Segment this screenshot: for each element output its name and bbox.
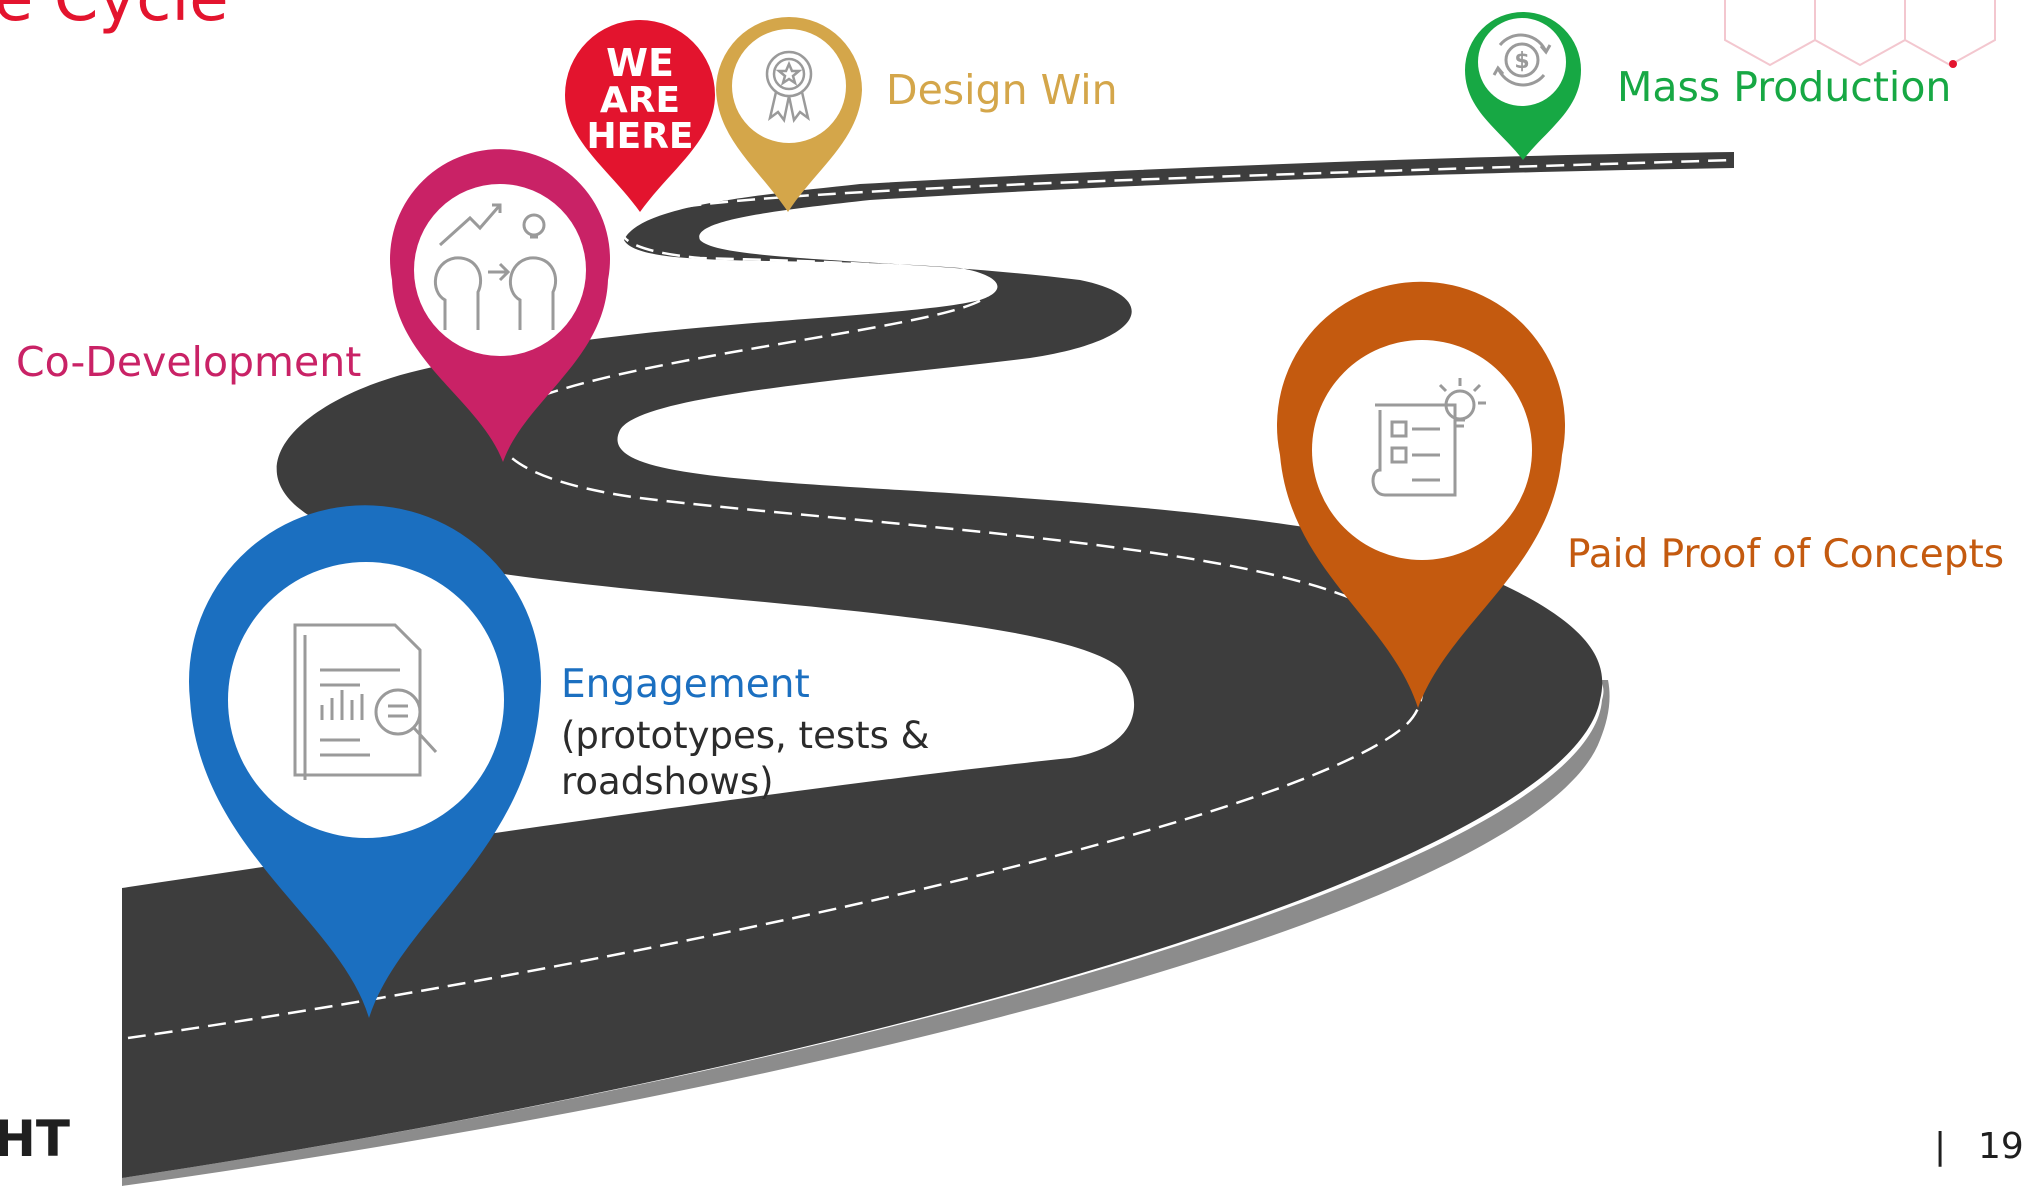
paid-poc-label: Paid Proof of Concepts	[1567, 532, 2005, 577]
slide-title: e Cycle	[0, 0, 229, 36]
we-are-here-pin	[565, 20, 715, 212]
engagement-subtext-line2: roadshows)	[561, 760, 774, 803]
footer-logo: HT	[0, 1110, 70, 1168]
we-are-here-line2: ARE	[600, 80, 680, 121]
page-number: 19	[1978, 1126, 2024, 1167]
co-development-pin	[390, 149, 610, 462]
checklist-idea-icon	[1371, 378, 1486, 497]
award-badge-icon	[765, 50, 813, 123]
we-are-here-line1: WE	[606, 41, 674, 85]
engagement-label: Engagement	[561, 662, 810, 707]
lane-marking	[127, 158, 1735, 1040]
page-separator: |	[1934, 1126, 1947, 1167]
report-analysis-icon	[293, 623, 438, 780]
co-development-label: Co-Development	[16, 338, 362, 386]
hexagon-decoration	[1724, 0, 1996, 67]
engagement-subtext-line1: (prototypes, tests &	[561, 714, 930, 757]
decoration-dot	[1949, 60, 1957, 68]
mass-production-pin: $	[1465, 12, 1581, 160]
design-win-label: Design Win	[886, 66, 1118, 114]
dollar-symbol: $	[1514, 49, 1529, 74]
engagement-pin	[189, 505, 541, 1019]
design-win-pin	[716, 17, 862, 212]
mass-production-label: Mass Production	[1617, 63, 1952, 111]
we-are-here-line3: HERE	[586, 116, 693, 157]
paid-poc-pin	[1276, 281, 1565, 708]
heads-ideas-icon	[433, 203, 558, 330]
dollar-cycle-icon	[1492, 33, 1552, 87]
